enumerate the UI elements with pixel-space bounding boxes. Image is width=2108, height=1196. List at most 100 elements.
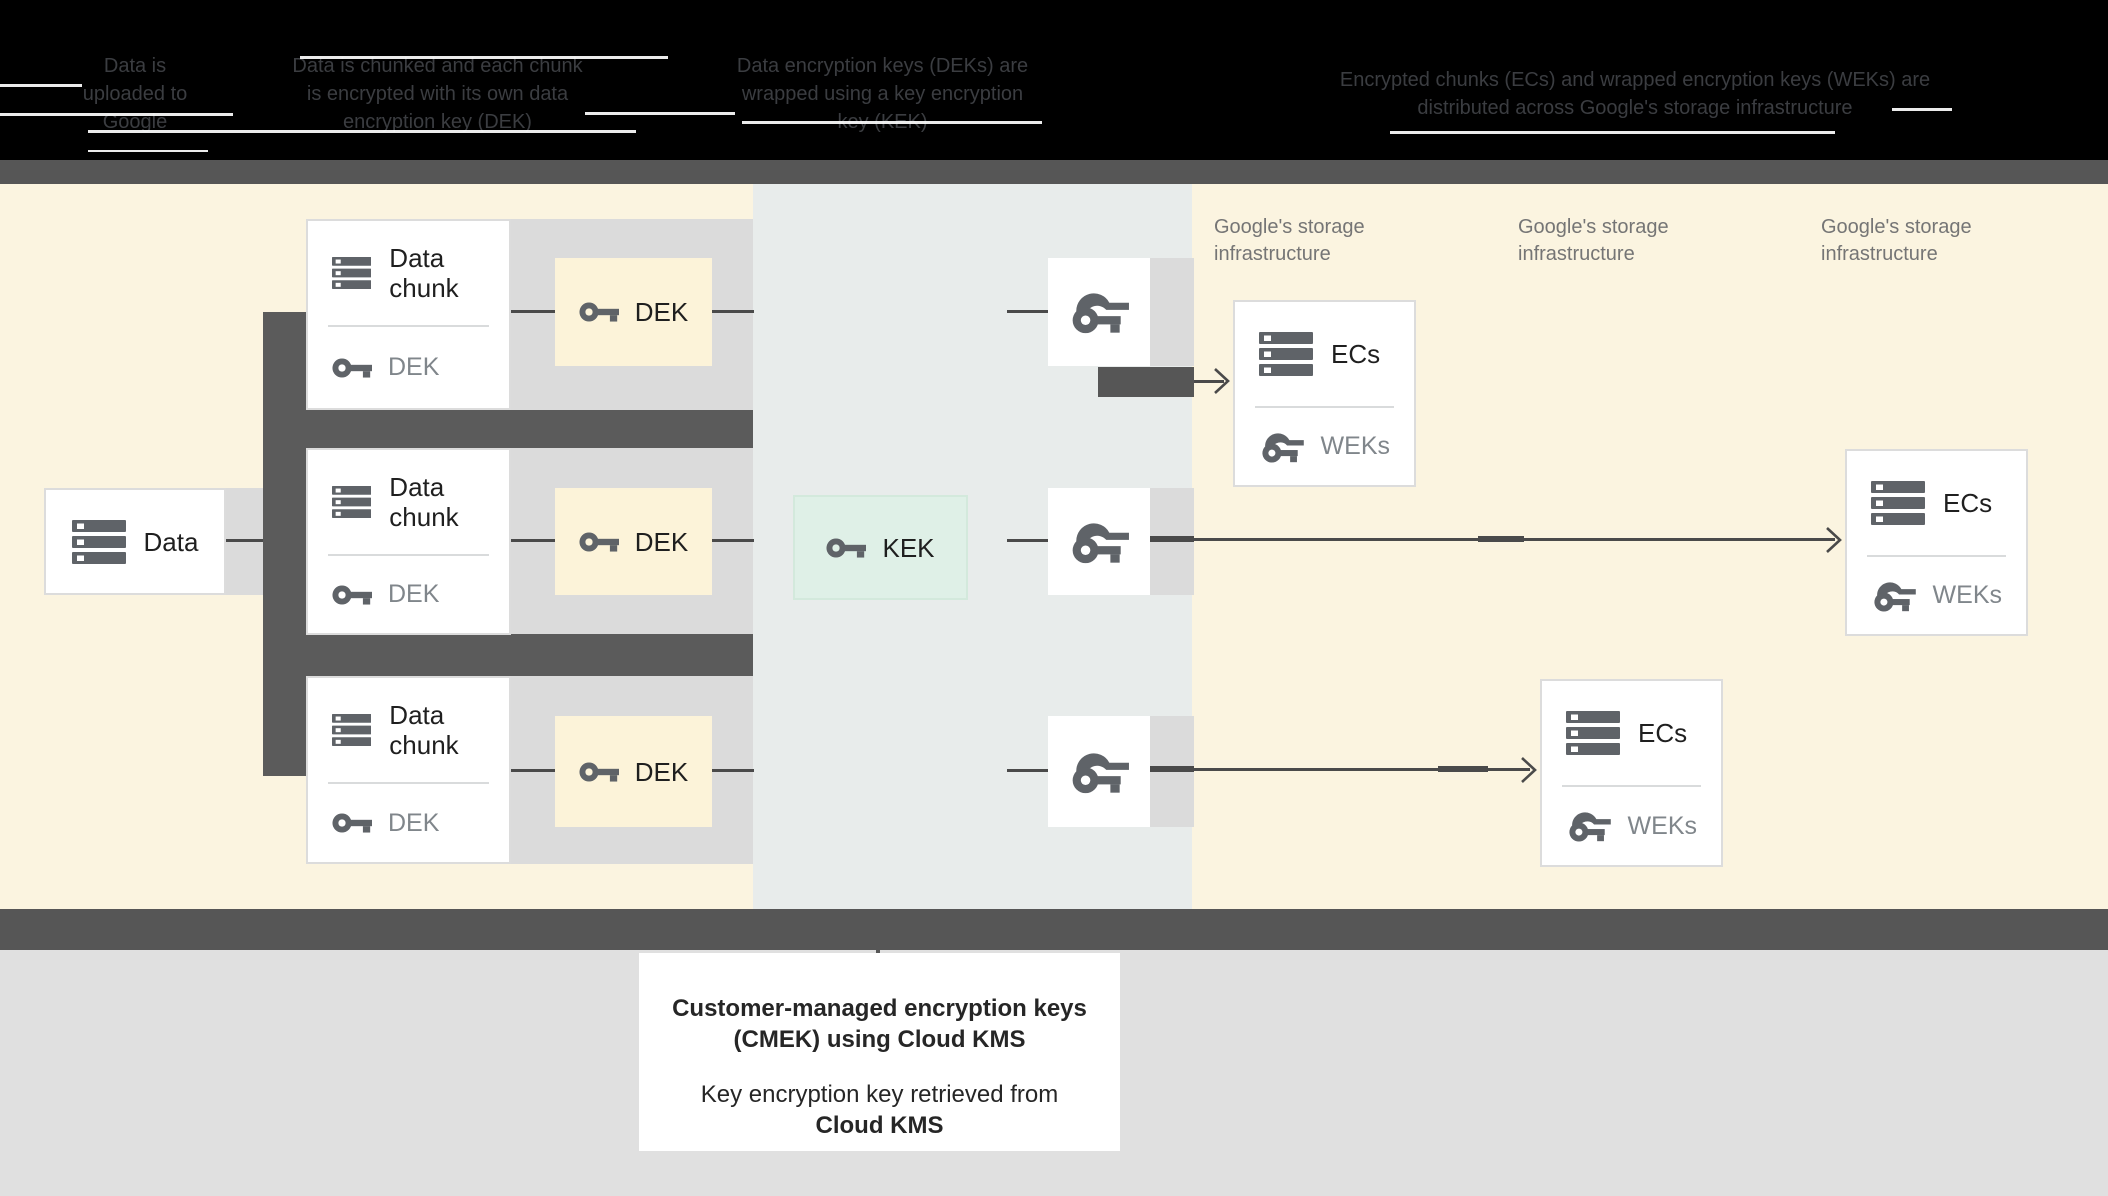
connector-line (1007, 539, 1048, 542)
caption-connector (876, 944, 880, 958)
divider (1255, 406, 1394, 408)
data-chunk-box: Data chunk DEK (306, 448, 511, 635)
connector-band (1150, 258, 1194, 366)
dek-box: DEK (555, 488, 712, 595)
connector-line (226, 539, 263, 542)
header-step-wrapping: Data encryption keys (DEKs) are wrapped … (736, 55, 1029, 133)
arrow-shaft (1150, 536, 1194, 542)
key-icon (579, 531, 619, 552)
arrow-right-icon (1825, 526, 1842, 554)
wrapped-key-icon (1072, 293, 1129, 334)
redaction-streak (0, 84, 82, 87)
wrapped-key-icon (1072, 752, 1129, 793)
data-chunk-box: Data chunk DEK (306, 676, 511, 864)
caption-title: Customer-managed encryption keys (CMEK) … (672, 995, 1087, 1053)
database-icon (1871, 481, 1925, 525)
key-icon (579, 761, 619, 782)
redaction-streak (742, 121, 1042, 124)
storage-infrastructure-label: Google's storage infrastructure (1821, 216, 1972, 265)
divider (1562, 785, 1701, 787)
dek-box-label: DEK (634, 526, 689, 557)
dek-box-label: DEK (634, 297, 689, 327)
arrow-shaft (1194, 380, 1224, 383)
arrow-shaft (1150, 766, 1194, 772)
data-chunk-box: Data chunk DEK (306, 219, 511, 410)
dek-label: DEK (388, 353, 440, 381)
arrow-shaft (1478, 536, 1524, 542)
caption-subtitle-bold: Cloud KMS (815, 1112, 944, 1139)
weks-label: WEKs (1627, 811, 1697, 840)
ecs-label: ECs (1943, 488, 1993, 518)
divider (1867, 555, 2006, 557)
wrapped-key-box (1048, 716, 1150, 827)
connector-line (511, 310, 555, 313)
database-icon (1259, 332, 1313, 376)
encrypted-chunks-box: ECs WEKs (1845, 449, 2028, 636)
dek-box: DEK (555, 716, 712, 827)
redaction-streak (1390, 131, 1835, 134)
arrow-shaft (1438, 766, 1488, 772)
data-box-label: Data (143, 526, 199, 557)
connector-line (1007, 310, 1048, 313)
wrapped-key-icon (1072, 522, 1129, 563)
kek-box: KEK (793, 495, 968, 600)
connector-line (712, 769, 754, 772)
redaction-streak (0, 113, 233, 116)
key-icon (826, 537, 867, 558)
key-icon (332, 813, 372, 833)
weks-label: WEKs (1320, 432, 1390, 460)
connector-line (511, 769, 555, 772)
arrow-shaft (1194, 768, 1530, 771)
data-chunk-label: Data chunk (389, 472, 459, 532)
connector-line (511, 539, 555, 542)
database-icon (332, 256, 372, 290)
key-icon (332, 357, 372, 378)
encrypted-chunks-box: ECs WEKs (1233, 300, 1416, 487)
dek-box-label: DEK (634, 756, 689, 787)
data-chunk-label: Data chunk (389, 243, 459, 303)
caption-box: Customer-managed encryption keys (CMEK) … (639, 953, 1120, 1151)
data-box: Data (44, 488, 226, 595)
divider (328, 325, 489, 327)
top-separator-band (0, 160, 2108, 184)
diagram-canvas: Google's storage infrastructure Google's… (0, 184, 2108, 909)
dek-label: DEK (388, 580, 440, 608)
wrapped-key-box (1048, 488, 1150, 595)
wrapped-key-box (1048, 258, 1150, 366)
dek-label: DEK (388, 808, 440, 837)
database-icon (332, 485, 372, 519)
header-step-upload: Data is uploaded to Google (82, 55, 188, 133)
kek-box-label: KEK (882, 532, 935, 563)
redaction-streak (585, 112, 735, 115)
header-step-distribution: Encrypted chunks (ECs) and wrapped encry… (1339, 69, 1931, 119)
connector-line (712, 310, 754, 313)
header-step-chunking: Data is chunked and each chunk is encryp… (292, 55, 583, 133)
redaction-streak (88, 130, 636, 133)
redaction-streak (300, 56, 668, 59)
caption-subtitle: Key encryption key retrieved from (700, 1081, 1059, 1108)
ecs-label: ECs (1331, 339, 1381, 369)
database-icon (1566, 711, 1620, 755)
fan-out-bar (263, 410, 753, 448)
data-chunk-label: Data chunk (389, 700, 459, 760)
divider (328, 554, 489, 556)
dek-box: DEK (555, 258, 712, 366)
fan-out-trunk (263, 312, 308, 776)
divider (328, 782, 489, 784)
wrapped-key-icon (1262, 432, 1304, 463)
weks-label: WEKs (1932, 581, 2002, 609)
database-icon (332, 713, 372, 747)
bottom-separator-band (0, 909, 2108, 950)
database-icon (71, 519, 126, 564)
connector-line (1007, 769, 1048, 772)
storage-infrastructure-label: Google's storage infrastructure (1518, 216, 1669, 265)
storage-infrastructure-label: Google's storage infrastructure (1214, 216, 1365, 265)
connector-line (712, 539, 754, 542)
arrow-right-icon (1520, 756, 1537, 784)
key-icon (579, 302, 619, 322)
arrow-right-icon (1213, 367, 1230, 395)
redaction-streak (88, 150, 208, 152)
wrapped-key-icon (1874, 581, 1916, 612)
fan-out-bar (263, 634, 753, 676)
